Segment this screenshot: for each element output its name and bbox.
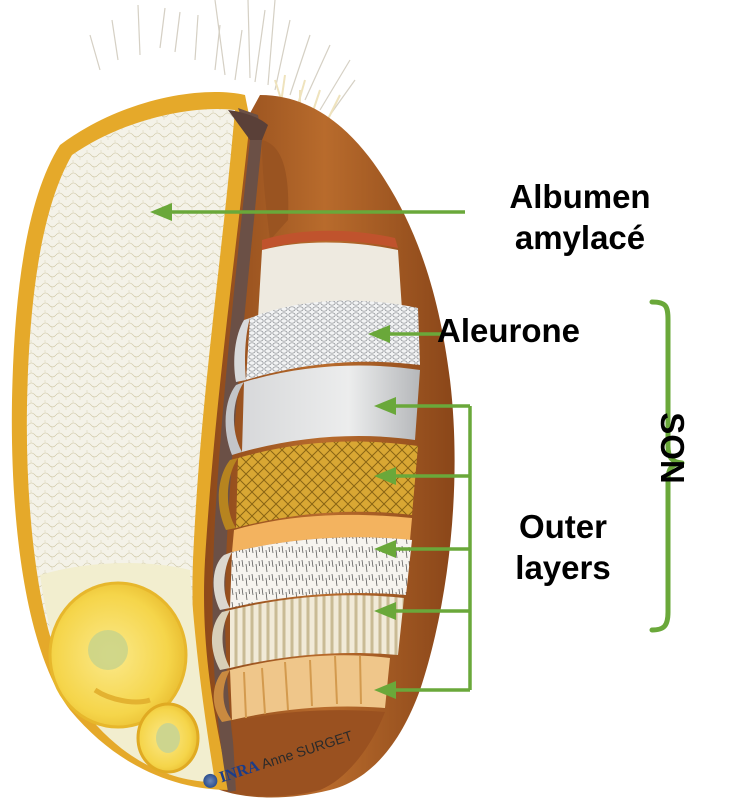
albumen-label-line2: amylacé bbox=[470, 217, 690, 258]
albumen-label: Albumen amylacé bbox=[470, 176, 690, 258]
son-label: SON bbox=[654, 408, 690, 488]
outer-layers-line1: Outer bbox=[478, 506, 648, 547]
inra-logo-icon bbox=[202, 772, 220, 790]
outer-layers-line2: layers bbox=[478, 547, 648, 588]
aleurone-label: Aleurone bbox=[437, 310, 607, 351]
albumen-label-line1: Albumen bbox=[470, 176, 690, 217]
outer-layers-label: Outer layers bbox=[478, 506, 648, 588]
